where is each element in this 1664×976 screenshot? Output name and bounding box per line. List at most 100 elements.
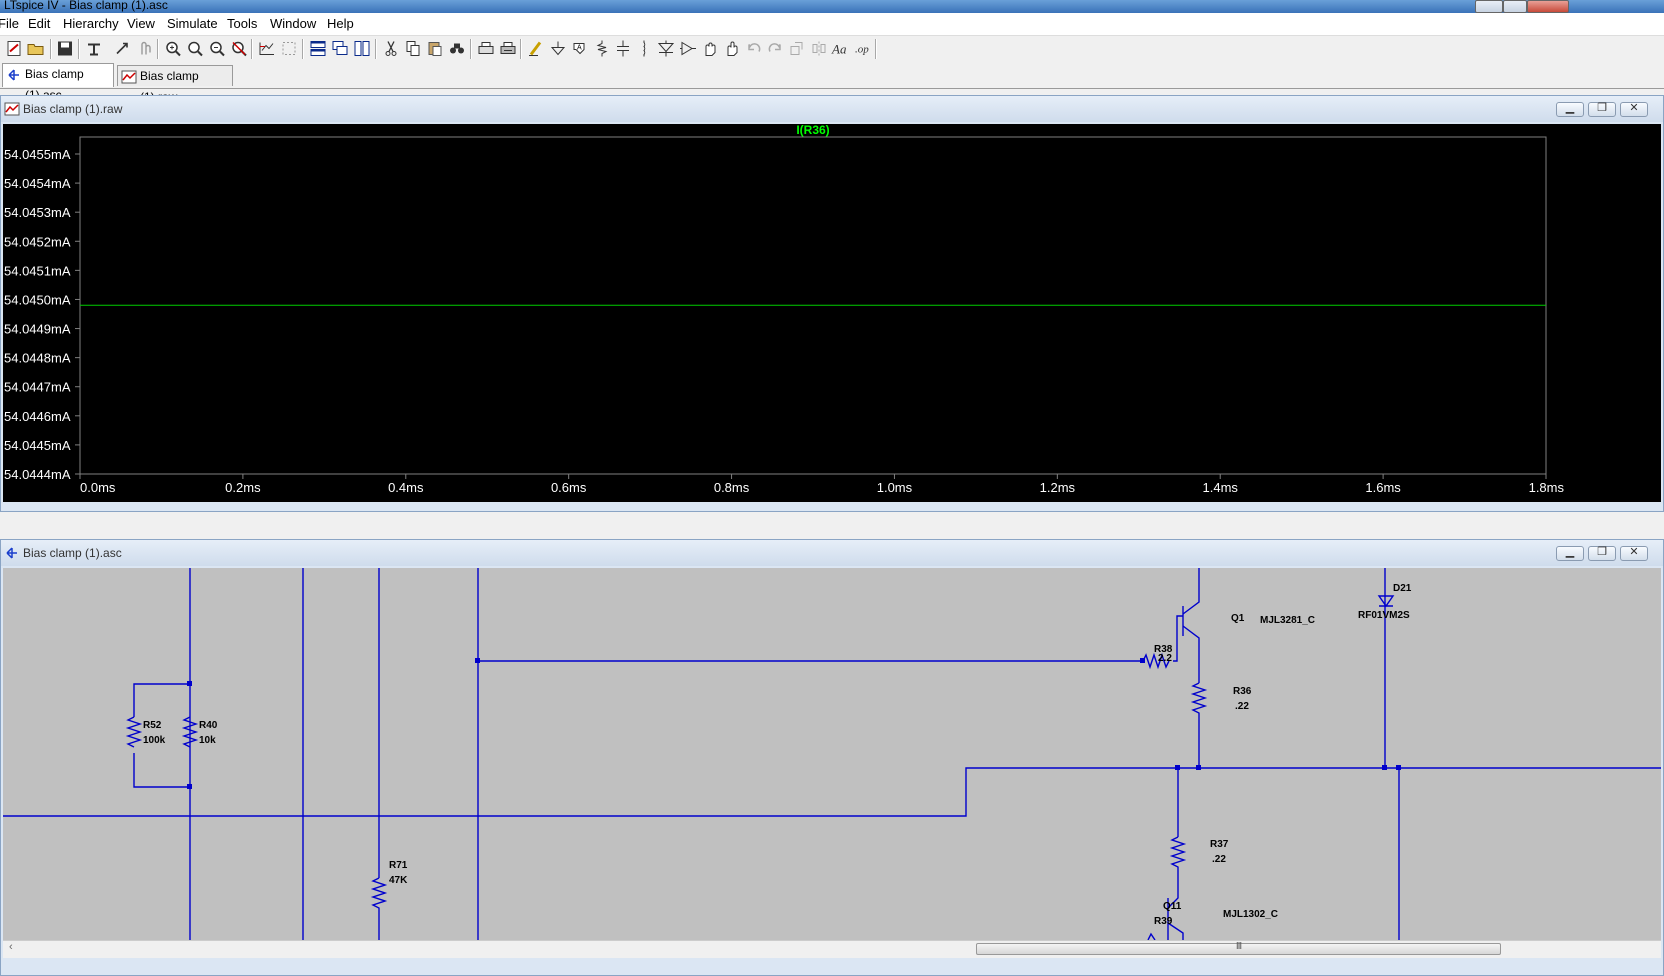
zoom-out-button[interactable] <box>185 38 205 59</box>
horizontal-scrollbar[interactable]: ‹ III <box>3 940 1661 958</box>
scroll-left-arrow[interactable]: ‹ <box>9 941 13 953</box>
resistor-button[interactable] <box>592 38 612 59</box>
title-bar: LTspice IV - Bias clamp (1).asc <box>0 0 1664 13</box>
text-button[interactable]: Aa <box>830 38 850 59</box>
y-tick-label: 54.0448mA <box>4 351 71 366</box>
new-schematic-button[interactable] <box>4 38 24 59</box>
copy-button[interactable] <box>403 38 423 59</box>
rotate-button[interactable] <box>787 38 807 59</box>
close-button[interactable] <box>1527 0 1569 13</box>
schematic-restore-button[interactable]: ❐ <box>1588 546 1616 561</box>
capacitor-button[interactable] <box>613 38 633 59</box>
y-tick-label: 54.0454mA <box>4 176 71 191</box>
tile-horizontal-button[interactable] <box>308 38 328 59</box>
q11-value: MJL1302_C <box>1223 909 1278 920</box>
svg-text:.op: .op <box>855 44 869 56</box>
undo-button[interactable] <box>744 38 764 59</box>
mark-icon <box>282 42 296 55</box>
print-button[interactable] <box>498 38 518 59</box>
schematic-canvas[interactable]: R52 100k R40 10k R71 47K R38 2.2 R36 .22… <box>3 568 1661 940</box>
toolbar-separator <box>251 39 253 59</box>
junction-dot <box>187 681 192 686</box>
schematic-icon <box>8 69 19 81</box>
waveform-minimize-button[interactable]: ▁ <box>1556 102 1584 117</box>
drag-button[interactable] <box>722 38 742 59</box>
tab-schematic[interactable]: Bias clamp (1).asc <box>2 63 114 102</box>
trace-label: I(R36) <box>796 124 829 137</box>
y-tick-label: 54.0449mA <box>4 322 71 337</box>
menu-help[interactable]: Help <box>327 16 354 31</box>
minimize-button[interactable] <box>1475 0 1503 13</box>
scrollbar-thumb[interactable]: III <box>976 941 1501 955</box>
move-button[interactable] <box>700 38 720 59</box>
wire <box>133 683 190 717</box>
r38-value: 2.2 <box>1158 653 1172 664</box>
waveform-icon <box>121 70 137 84</box>
q1-ref: Q1 <box>1231 613 1245 624</box>
component-button[interactable] <box>678 38 698 59</box>
menu-file[interactable]: File <box>0 16 19 31</box>
tile-horizontal-icon <box>310 41 326 56</box>
cut-button[interactable] <box>381 38 401 59</box>
q1-value: MJL3281_C <box>1260 615 1315 626</box>
halt-button[interactable] <box>135 38 155 59</box>
junction-dot <box>1140 658 1145 663</box>
menu-bar: File Edit Hierarchy View Simulate Tools … <box>0 13 1664 35</box>
r52-value: 100k <box>143 735 166 746</box>
zoom-cancel-icon <box>232 41 247 57</box>
menu-hierarchy[interactable]: Hierarchy <box>63 16 119 31</box>
menu-window[interactable]: Window <box>270 16 317 31</box>
ground-button[interactable] <box>548 38 568 59</box>
mark-button[interactable] <box>279 38 299 59</box>
autorange-button[interactable] <box>257 38 277 59</box>
resistor-r52-symbol <box>125 716 143 748</box>
undo-icon <box>748 43 761 52</box>
spice-directive-button[interactable]: .op <box>852 38 872 59</box>
print-setup-button[interactable] <box>476 38 496 59</box>
find-icon <box>450 43 464 54</box>
d21-ref: D21 <box>1393 583 1412 594</box>
zoom-full-button[interactable] <box>207 38 227 59</box>
cascade-button[interactable] <box>330 38 350 59</box>
x-tick-label: 1.4ms <box>1203 480 1239 495</box>
mirror-button[interactable] <box>809 38 829 59</box>
waveform-restore-button[interactable]: ❐ <box>1588 102 1616 117</box>
inductor-button[interactable] <box>634 38 654 59</box>
d21-value: RF01VM2S <box>1358 610 1410 621</box>
resistor-r37-symbol <box>1167 836 1187 909</box>
run-button[interactable] <box>112 38 132 59</box>
waveform-close-button[interactable]: ✕ <box>1620 102 1648 117</box>
resistor-r39-symbol <box>1147 932 1156 940</box>
label-net-button[interactable]: A <box>570 38 590 59</box>
menu-simulate[interactable]: Simulate <box>167 16 218 31</box>
draw-wire-button[interactable] <box>526 38 546 59</box>
diode-button[interactable] <box>656 38 676 59</box>
paste-button[interactable] <box>425 38 445 59</box>
tile-vertical-button[interactable] <box>352 38 372 59</box>
schematic-minimize-button[interactable]: ▁ <box>1556 546 1584 561</box>
save-button[interactable] <box>55 38 75 59</box>
schematic-close-button[interactable]: ✕ <box>1620 546 1648 561</box>
x-tick-label: 1.2ms <box>1040 480 1076 495</box>
diode-icon <box>657 40 675 57</box>
zoom-cancel-button[interactable] <box>229 38 249 59</box>
find-button[interactable] <box>447 38 467 59</box>
print-icon <box>500 42 516 54</box>
print-setup-icon <box>478 42 494 54</box>
tab-waveform[interactable]: Bias clamp (1).raw <box>117 65 233 104</box>
zoom-in-button[interactable] <box>163 38 183 59</box>
menu-tools[interactable]: Tools <box>227 16 258 31</box>
r71-ref: R71 <box>389 860 408 871</box>
maximize-button[interactable] <box>1503 0 1527 13</box>
menu-view[interactable]: View <box>127 16 155 31</box>
schematic-window: Bias clamp (1).asc ▁ ❐ ✕ <box>0 539 1664 976</box>
menu-edit[interactable]: Edit <box>28 16 51 31</box>
control-panel-button[interactable] <box>84 38 104 59</box>
open-button[interactable] <box>26 38 46 59</box>
r52-ref: R52 <box>143 720 162 731</box>
y-tick-label: 54.0445mA <box>4 438 71 453</box>
minimize-icon: ▁ <box>1565 546 1575 558</box>
text-icon: Aa <box>831 42 847 57</box>
redo-button[interactable] <box>765 38 785 59</box>
